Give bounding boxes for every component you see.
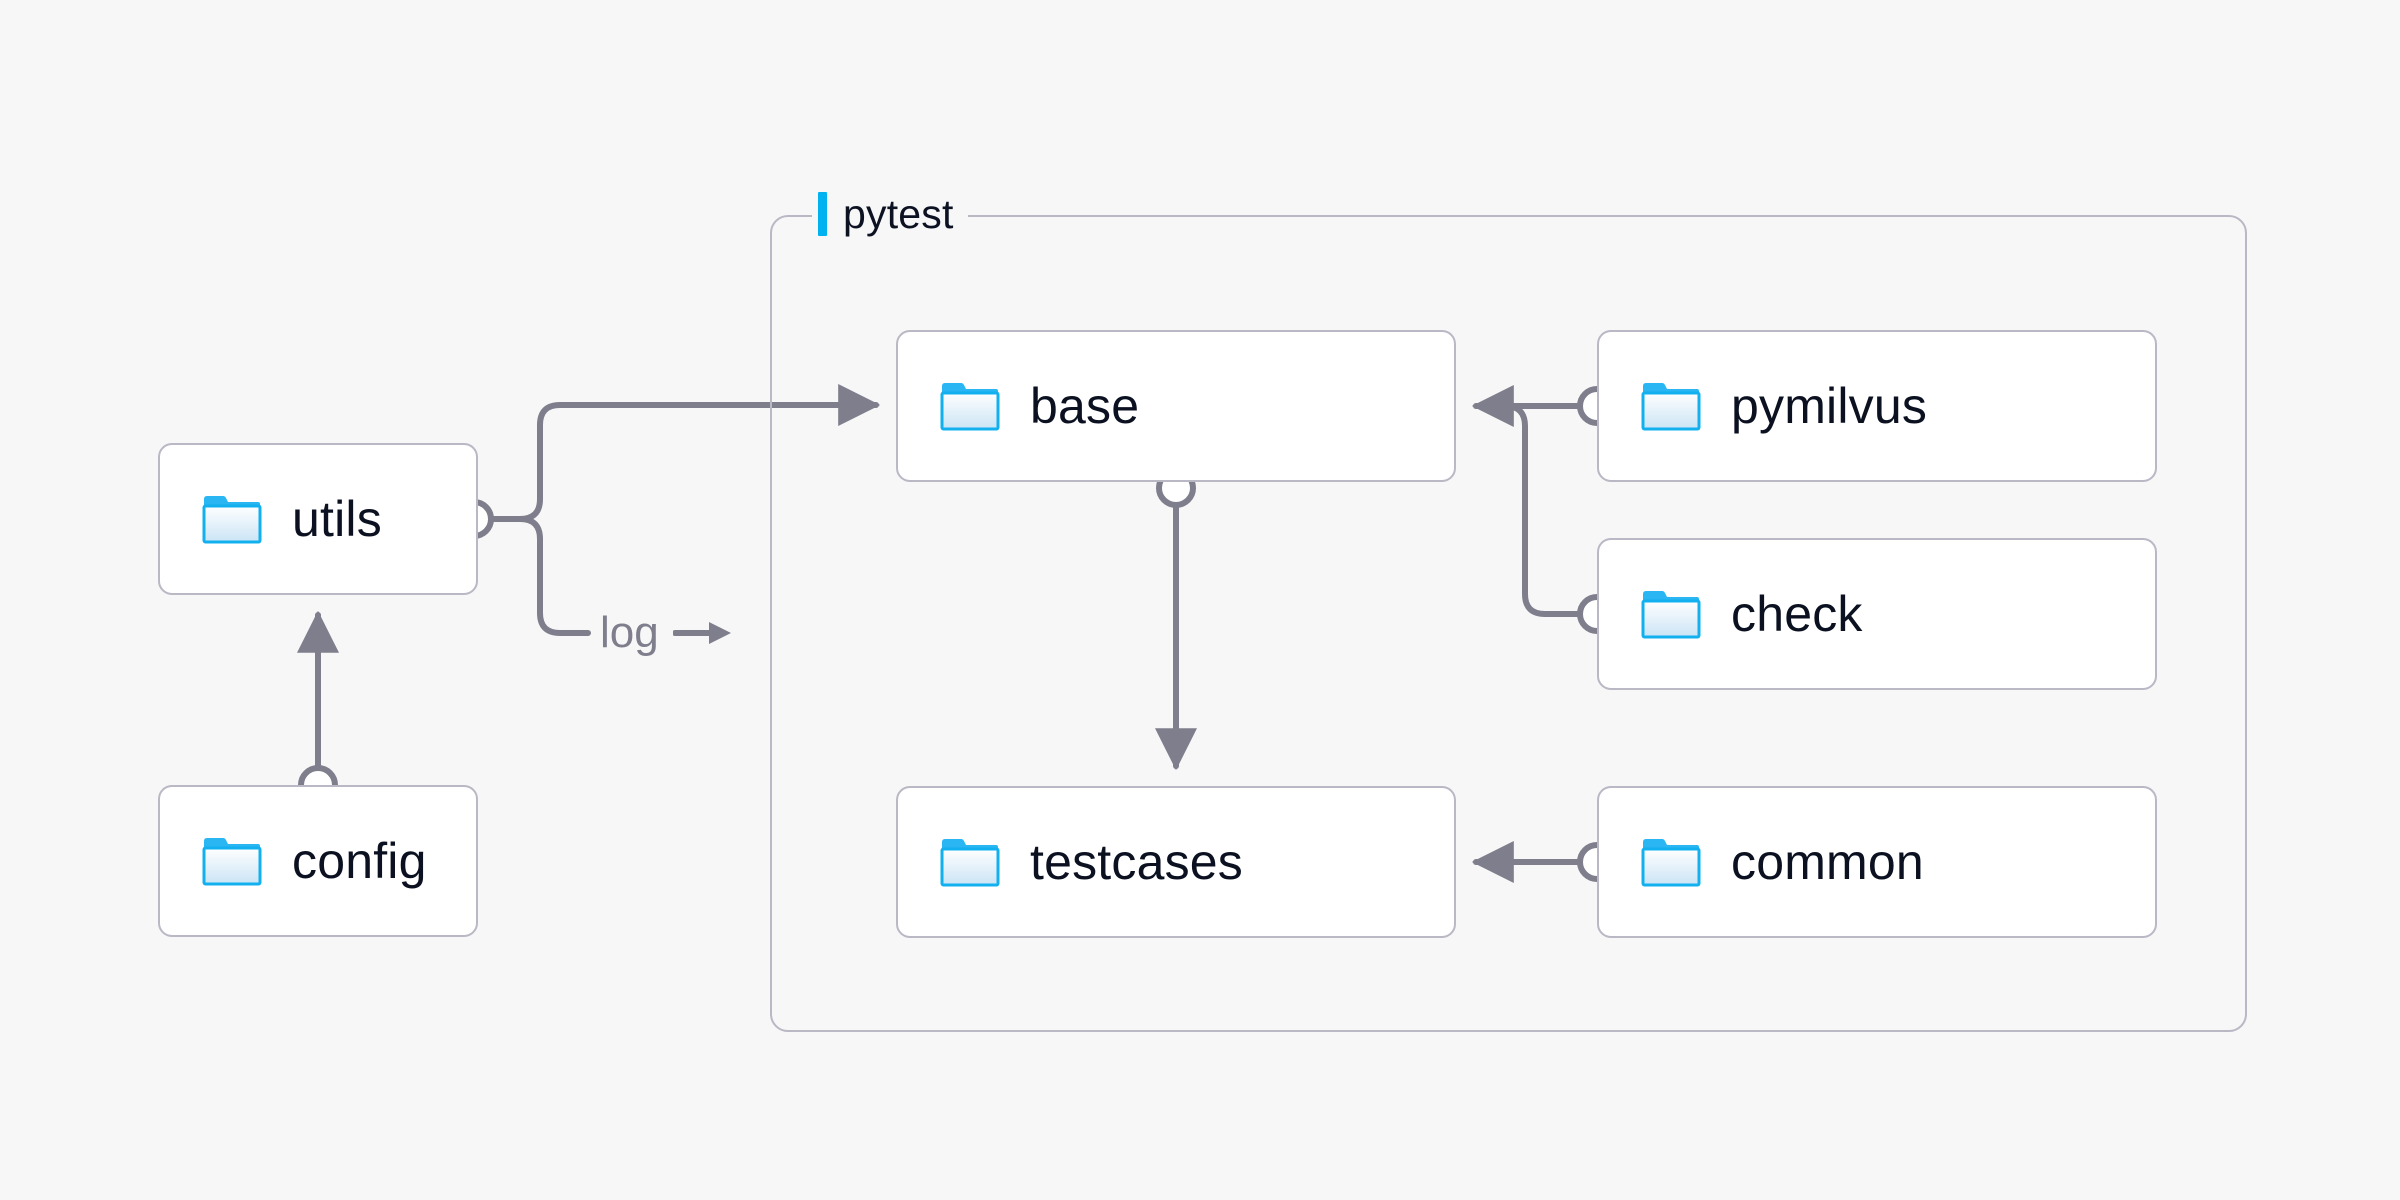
group-pytest[interactable] xyxy=(770,215,2247,1032)
node-utils[interactable]: utils xyxy=(158,443,478,595)
folder-icon xyxy=(1641,591,1701,639)
node-pymilvus-label: pymilvus xyxy=(1731,378,1928,434)
node-testcases-label: testcases xyxy=(1030,834,1244,890)
node-utils-label: utils xyxy=(292,491,382,547)
group-pytest-label: pytest xyxy=(812,188,968,240)
folder-icon xyxy=(940,383,1000,431)
node-base[interactable]: base xyxy=(896,330,1456,482)
node-testcases[interactable]: testcases xyxy=(896,786,1456,938)
folder-icon xyxy=(202,838,262,886)
group-pytest-label-text: pytest xyxy=(843,190,954,237)
node-config[interactable]: config xyxy=(158,785,478,937)
accent-bar-icon xyxy=(818,192,827,236)
edge-label-log-text: log xyxy=(600,608,659,657)
node-pymilvus[interactable]: pymilvus xyxy=(1597,330,2157,482)
edge-utils-to-log-path xyxy=(489,516,591,636)
node-base-label: base xyxy=(1030,378,1140,434)
node-common[interactable]: common xyxy=(1597,786,2157,938)
folder-icon xyxy=(1641,839,1701,887)
node-check-label: check xyxy=(1731,586,1863,642)
node-common-label: common xyxy=(1731,834,1924,890)
arrow-right-icon xyxy=(672,622,731,644)
folder-icon xyxy=(1641,383,1701,431)
folder-icon xyxy=(940,839,1000,887)
node-config-label: config xyxy=(292,833,427,889)
node-check[interactable]: check xyxy=(1597,538,2157,690)
folder-icon xyxy=(202,496,262,544)
edge-label-log: log xyxy=(600,608,733,658)
